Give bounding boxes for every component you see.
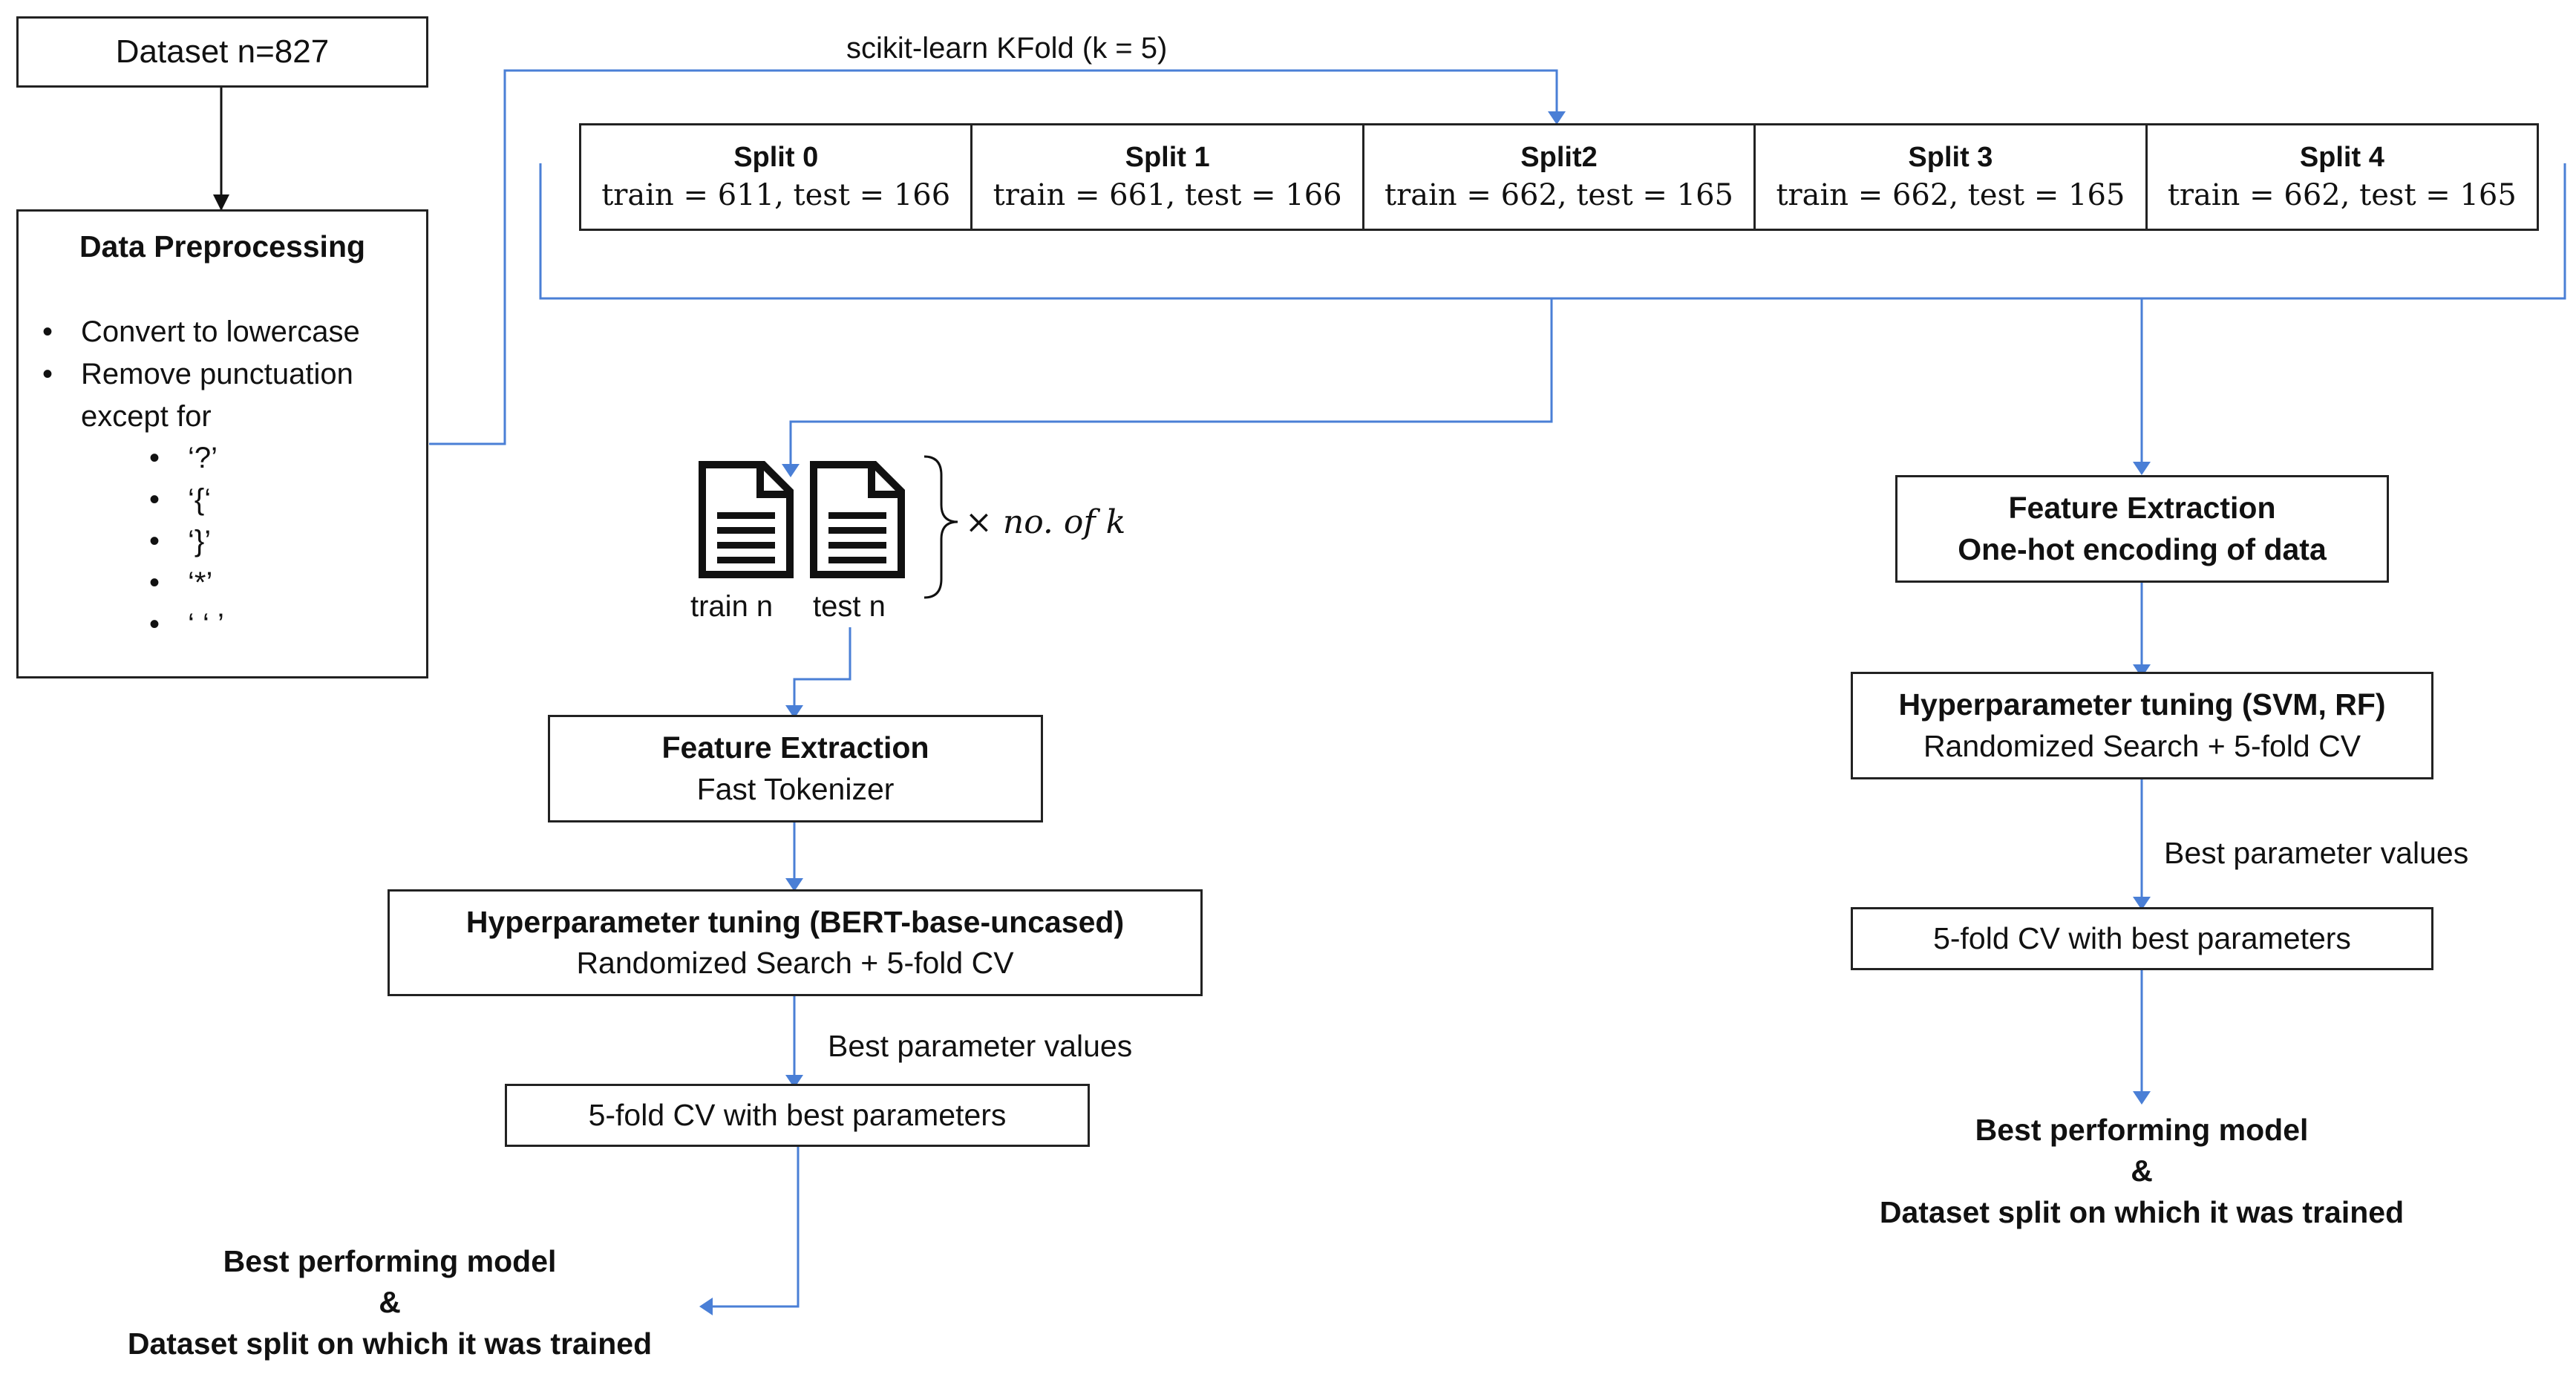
dataset-box: Dataset n=827 bbox=[16, 16, 428, 88]
split-values: train = 661, test = 166 bbox=[993, 178, 1342, 212]
exception-item: ‘{‘ bbox=[149, 483, 211, 517]
left-hyperparameter-box: Hyperparameter tuning (BERT-base-uncased… bbox=[388, 889, 1203, 996]
split-cell: Split 3 train = 662, test = 165 bbox=[1753, 123, 2148, 231]
left-outcome-line3: Dataset split on which it was trained bbox=[127, 1326, 653, 1361]
left-hp-sub: Randomized Search + 5-fold CV bbox=[576, 946, 1014, 980]
dataset-label: Dataset n=827 bbox=[115, 33, 330, 71]
left-fe-sub: Fast Tokenizer bbox=[696, 771, 895, 806]
left-outcome-line2: & bbox=[379, 1285, 401, 1320]
preprocessing-item: Convert to lowercase bbox=[42, 315, 360, 349]
exception-item: ‘}’ bbox=[149, 525, 211, 558]
split-name: Split 1 bbox=[1125, 142, 1210, 173]
split-values: train = 611, test = 166 bbox=[601, 178, 951, 212]
left-outcome-line1: Best performing model bbox=[223, 1244, 557, 1278]
right-hyperparameter-box: Hyperparameter tuning (SVM, RF) Randomiz… bbox=[1851, 672, 2433, 779]
split-name: Split2 bbox=[1520, 142, 1598, 173]
exception-item: ‘*’ bbox=[148, 566, 212, 600]
right-outcome-line1: Best performing model bbox=[1975, 1113, 2309, 1147]
right-cv-box: 5-fold CV with best parameters bbox=[1851, 907, 2433, 970]
split-values: train = 662, test = 165 bbox=[2167, 178, 2517, 212]
exception-item: ‘ ‘ ’ bbox=[149, 608, 224, 641]
right-cv-label: 5-fold CV with best parameters bbox=[1933, 920, 2351, 955]
test-n-label: test n bbox=[813, 590, 886, 623]
left-cv-box: 5-fold CV with best parameters bbox=[505, 1084, 1090, 1147]
right-hp-sub: Randomized Search + 5-fold CV bbox=[1923, 728, 2361, 763]
split-name: Split 0 bbox=[733, 142, 819, 173]
split-name: Split 3 bbox=[1908, 142, 1993, 173]
test-document-icon bbox=[810, 461, 905, 578]
train-n-label: train n bbox=[690, 590, 774, 623]
right-outcome-line3: Dataset split on which it was trained bbox=[1879, 1194, 2405, 1229]
kfold-label: scikit-learn KFold (k = 5) bbox=[846, 32, 1168, 65]
right-hp-title: Hyperparameter tuning (SVM, RF) bbox=[1898, 687, 2386, 722]
preprocessing-item-continued: except for bbox=[81, 400, 212, 433]
left-feature-extraction-box: Feature Extraction Fast Tokenizer bbox=[548, 715, 1043, 822]
right-fe-sub: One-hot encoding of data bbox=[1958, 531, 2327, 566]
preprocessing-box: Data Preprocessing Convert to lowercase … bbox=[16, 209, 428, 678]
preprocessing-title: Data Preprocessing bbox=[79, 229, 366, 264]
split-values: train = 662, test = 165 bbox=[1776, 178, 2125, 212]
split-cell: Split 0 train = 611, test = 166 bbox=[579, 123, 973, 231]
split-cell: Split2 train = 662, test = 165 bbox=[1361, 123, 1756, 231]
left-fe-title: Feature Extraction bbox=[661, 730, 929, 765]
train-document-icon bbox=[699, 461, 794, 578]
exception-item: ‘?’ bbox=[149, 442, 218, 475]
right-best-params-label: Best parameter values bbox=[2164, 836, 2469, 870]
splits-row: Split 0 train = 611, test = 166 Split 1 … bbox=[579, 123, 2540, 231]
preprocessing-item: Remove punctuation bbox=[42, 358, 353, 391]
left-best-params-label: Best parameter values bbox=[828, 1029, 1133, 1063]
right-feature-extraction-box: Feature Extraction One-hot encoding of d… bbox=[1895, 475, 2389, 583]
right-outcome: Best performing model & Dataset split on… bbox=[1782, 1110, 2502, 1233]
left-cv-label: 5-fold CV with best parameters bbox=[588, 1097, 1007, 1132]
right-fe-title: Feature Extraction bbox=[2008, 491, 2276, 526]
split-name: Split 4 bbox=[2299, 142, 2384, 173]
left-outcome: Best performing model & Dataset split on… bbox=[45, 1241, 735, 1364]
right-outcome-line2: & bbox=[2131, 1154, 2153, 1188]
split-values: train = 662, test = 165 bbox=[1385, 178, 1733, 212]
split-cell: Split 4 train = 662, test = 165 bbox=[2145, 123, 2540, 231]
multiplier-label: × no. of k bbox=[965, 503, 1126, 541]
left-hp-title: Hyperparameter tuning (BERT-base-uncased… bbox=[465, 904, 1125, 939]
split-cell: Split 1 train = 661, test = 166 bbox=[970, 123, 1364, 231]
